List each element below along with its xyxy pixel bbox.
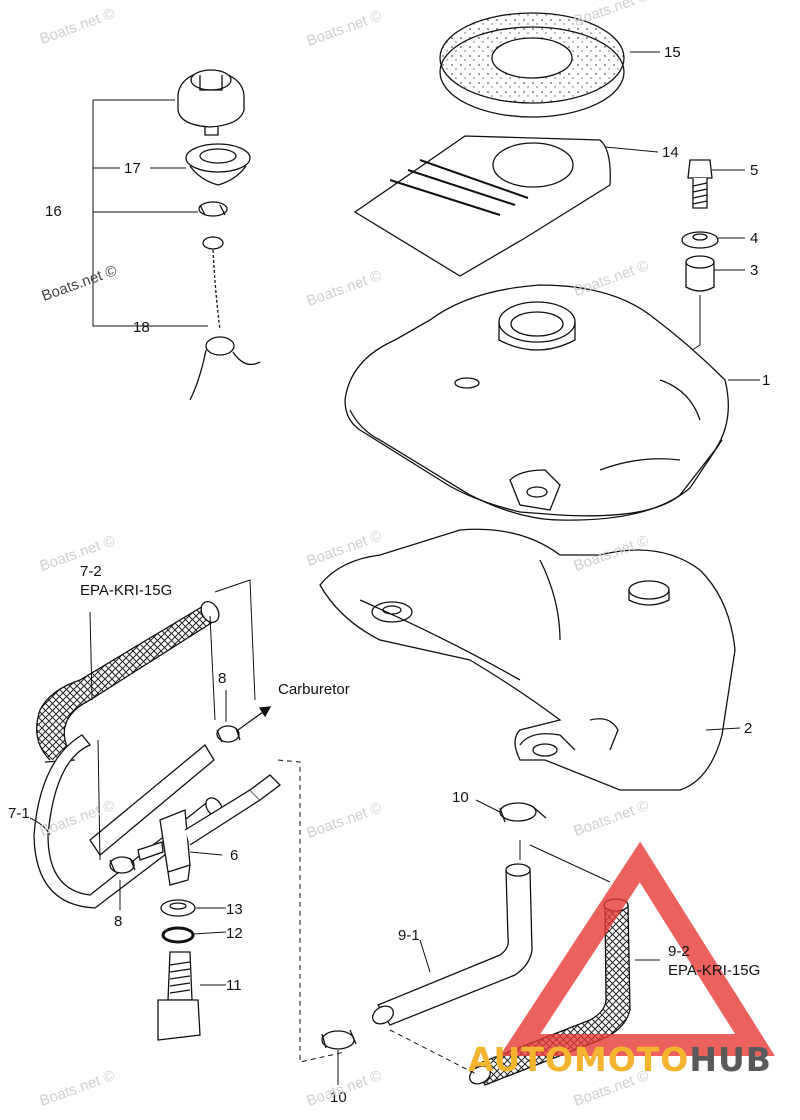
callout-3: 3 — [750, 262, 759, 279]
cap-strap-18 — [189, 236, 261, 401]
logo-triangle-icon — [499, 841, 775, 1056]
leader-lines — [29, 51, 760, 1085]
logo-text-secondary: HUB — [689, 1040, 772, 1079]
foam-pad-15 — [439, 12, 625, 118]
collar-3 — [685, 255, 715, 292]
clamp-10-lower — [321, 1029, 357, 1050]
strainer-11 — [157, 951, 201, 1041]
callout-9-2: 9-2 — [668, 943, 690, 960]
callout-14: 14 — [662, 144, 679, 161]
assembly-lines — [97, 579, 611, 1076]
callout-4: 4 — [750, 230, 759, 247]
bolt-5 — [687, 159, 713, 209]
callout-7-2: 7-2 — [80, 563, 102, 580]
logo-text-primary: AUTOMOTO — [468, 1040, 690, 1079]
carburetor-label: Carburetor — [278, 681, 350, 698]
callout-13: 13 — [226, 901, 243, 918]
callout-6: 6 — [230, 847, 239, 864]
callout-10-upper: 10 — [452, 789, 469, 806]
callout-5: 5 — [750, 162, 759, 179]
callout-2: 2 — [744, 720, 753, 737]
callout-16: 16 — [45, 203, 62, 220]
upper-cover-1 — [344, 284, 729, 521]
o-ring-12 — [161, 926, 195, 944]
callout-15: 15 — [664, 44, 681, 61]
callout-11: 11 — [226, 977, 242, 994]
clamp-8-upper — [216, 725, 241, 743]
fuel-cap-16 — [177, 69, 245, 136]
callout-12: 12 — [226, 925, 243, 942]
filter-plate-14 — [353, 135, 611, 277]
callout-7-1: 7-1 — [8, 805, 30, 822]
fuel-cock-6 — [137, 774, 281, 886]
callout-17: 17 — [124, 160, 141, 177]
clamp-8-lower — [109, 856, 136, 874]
gasket-13 — [160, 899, 196, 917]
callout-7-2-spec: EPA-KRI-15G — [80, 582, 173, 599]
braided-hose-7-2 — [36, 601, 220, 763]
lower-housing-2 — [319, 528, 736, 791]
callout-8-lower: 8 — [114, 913, 123, 930]
callout-1: 1 — [762, 372, 771, 389]
automotohub-logo: AUTOMOTOHUB — [468, 1040, 772, 1079]
clip-16 — [198, 201, 228, 217]
hose-segment — [89, 744, 215, 856]
callout-9-1: 9-1 — [398, 927, 420, 944]
callout-8-upper: 8 — [218, 670, 227, 687]
washer-4 — [681, 231, 719, 249]
clamp-10-upper — [499, 802, 547, 823]
arrow-head-icon — [258, 706, 272, 718]
gasket-17 — [185, 143, 251, 186]
callout-9-2-spec: EPA-KRI-15G — [668, 962, 761, 979]
callout-10-lower: 10 — [330, 1089, 347, 1106]
hose-9-1 — [372, 863, 533, 1026]
callout-18: 18 — [133, 319, 150, 336]
bracket-16 — [92, 99, 208, 327]
